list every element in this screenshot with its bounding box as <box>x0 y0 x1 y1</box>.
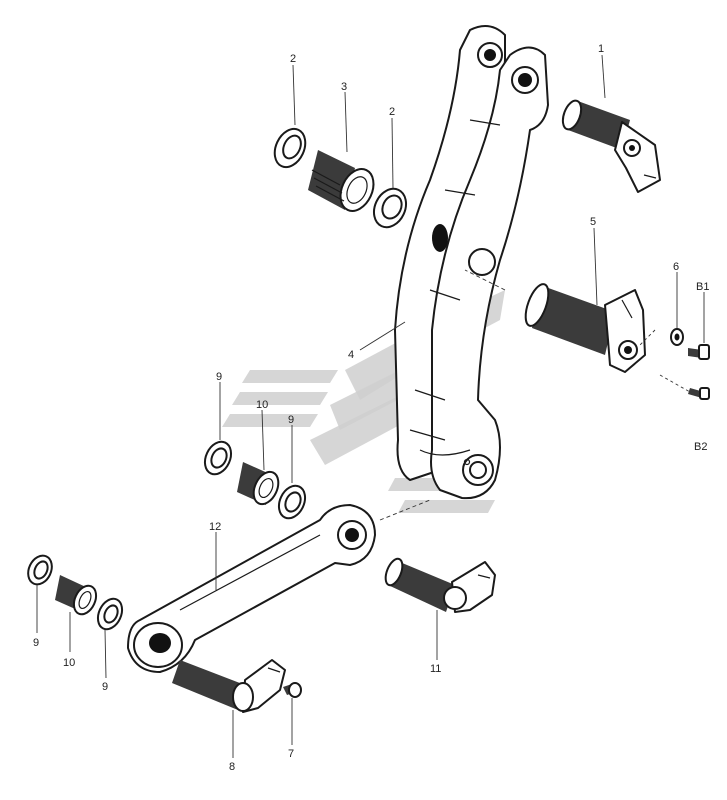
callout-9-middle-left: 9 <box>216 371 222 383</box>
bolt-part-B1 <box>688 344 710 360</box>
ring-part-9-left-inner <box>96 597 124 631</box>
pin-part-11 <box>384 557 496 613</box>
callout-9-middle-right: 9 <box>288 414 294 426</box>
pin-part-1 <box>561 99 661 193</box>
bolt-part-B2 <box>688 387 710 400</box>
callout-10-middle: 10 <box>256 399 268 411</box>
leader-lines <box>36 54 705 758</box>
bushing-part-3 <box>308 150 375 212</box>
callout-10-left: 10 <box>63 657 75 669</box>
callout-12: 12 <box>209 521 221 533</box>
lift-arm-part-4 <box>394 25 549 500</box>
bushing-part-10-middle <box>237 462 280 506</box>
link-arm-part-12 <box>127 504 376 673</box>
callout-2-upper-right: 2 <box>389 106 395 118</box>
callout-11: 11 <box>430 663 441 675</box>
ring-part-9-left-outer <box>27 554 53 586</box>
callout-3: 3 <box>341 81 347 93</box>
callout-8: 8 <box>229 761 235 773</box>
ring-part-2-right <box>372 187 408 229</box>
bolt-part-7 <box>283 682 302 698</box>
callout-1: 1 <box>598 43 604 55</box>
pin-part-5 <box>524 283 646 373</box>
callout-2-upper-left: 2 <box>290 53 296 65</box>
callout-4: 4 <box>348 349 354 361</box>
callout-9-left-inner: 9 <box>102 681 108 693</box>
callout-5: 5 <box>590 216 596 228</box>
callout-B2: B2 <box>694 441 707 453</box>
ring-part-9-middle-right <box>277 484 307 520</box>
ring-part-9-middle-left <box>203 440 233 476</box>
callout-9-left-outer: 9 <box>33 637 39 649</box>
washer-part-6 <box>670 328 684 346</box>
ring-part-2-left <box>273 127 307 169</box>
bushing-part-10-left <box>55 575 98 616</box>
callout-B1: B1 <box>696 281 709 293</box>
callout-labels: 1 2 3 2 4 5 6 B1 B2 9 10 9 12 9 10 9 11 … <box>33 43 709 773</box>
pin-part-8 <box>172 659 286 713</box>
callout-7: 7 <box>288 748 294 760</box>
callout-6: 6 <box>673 261 679 273</box>
